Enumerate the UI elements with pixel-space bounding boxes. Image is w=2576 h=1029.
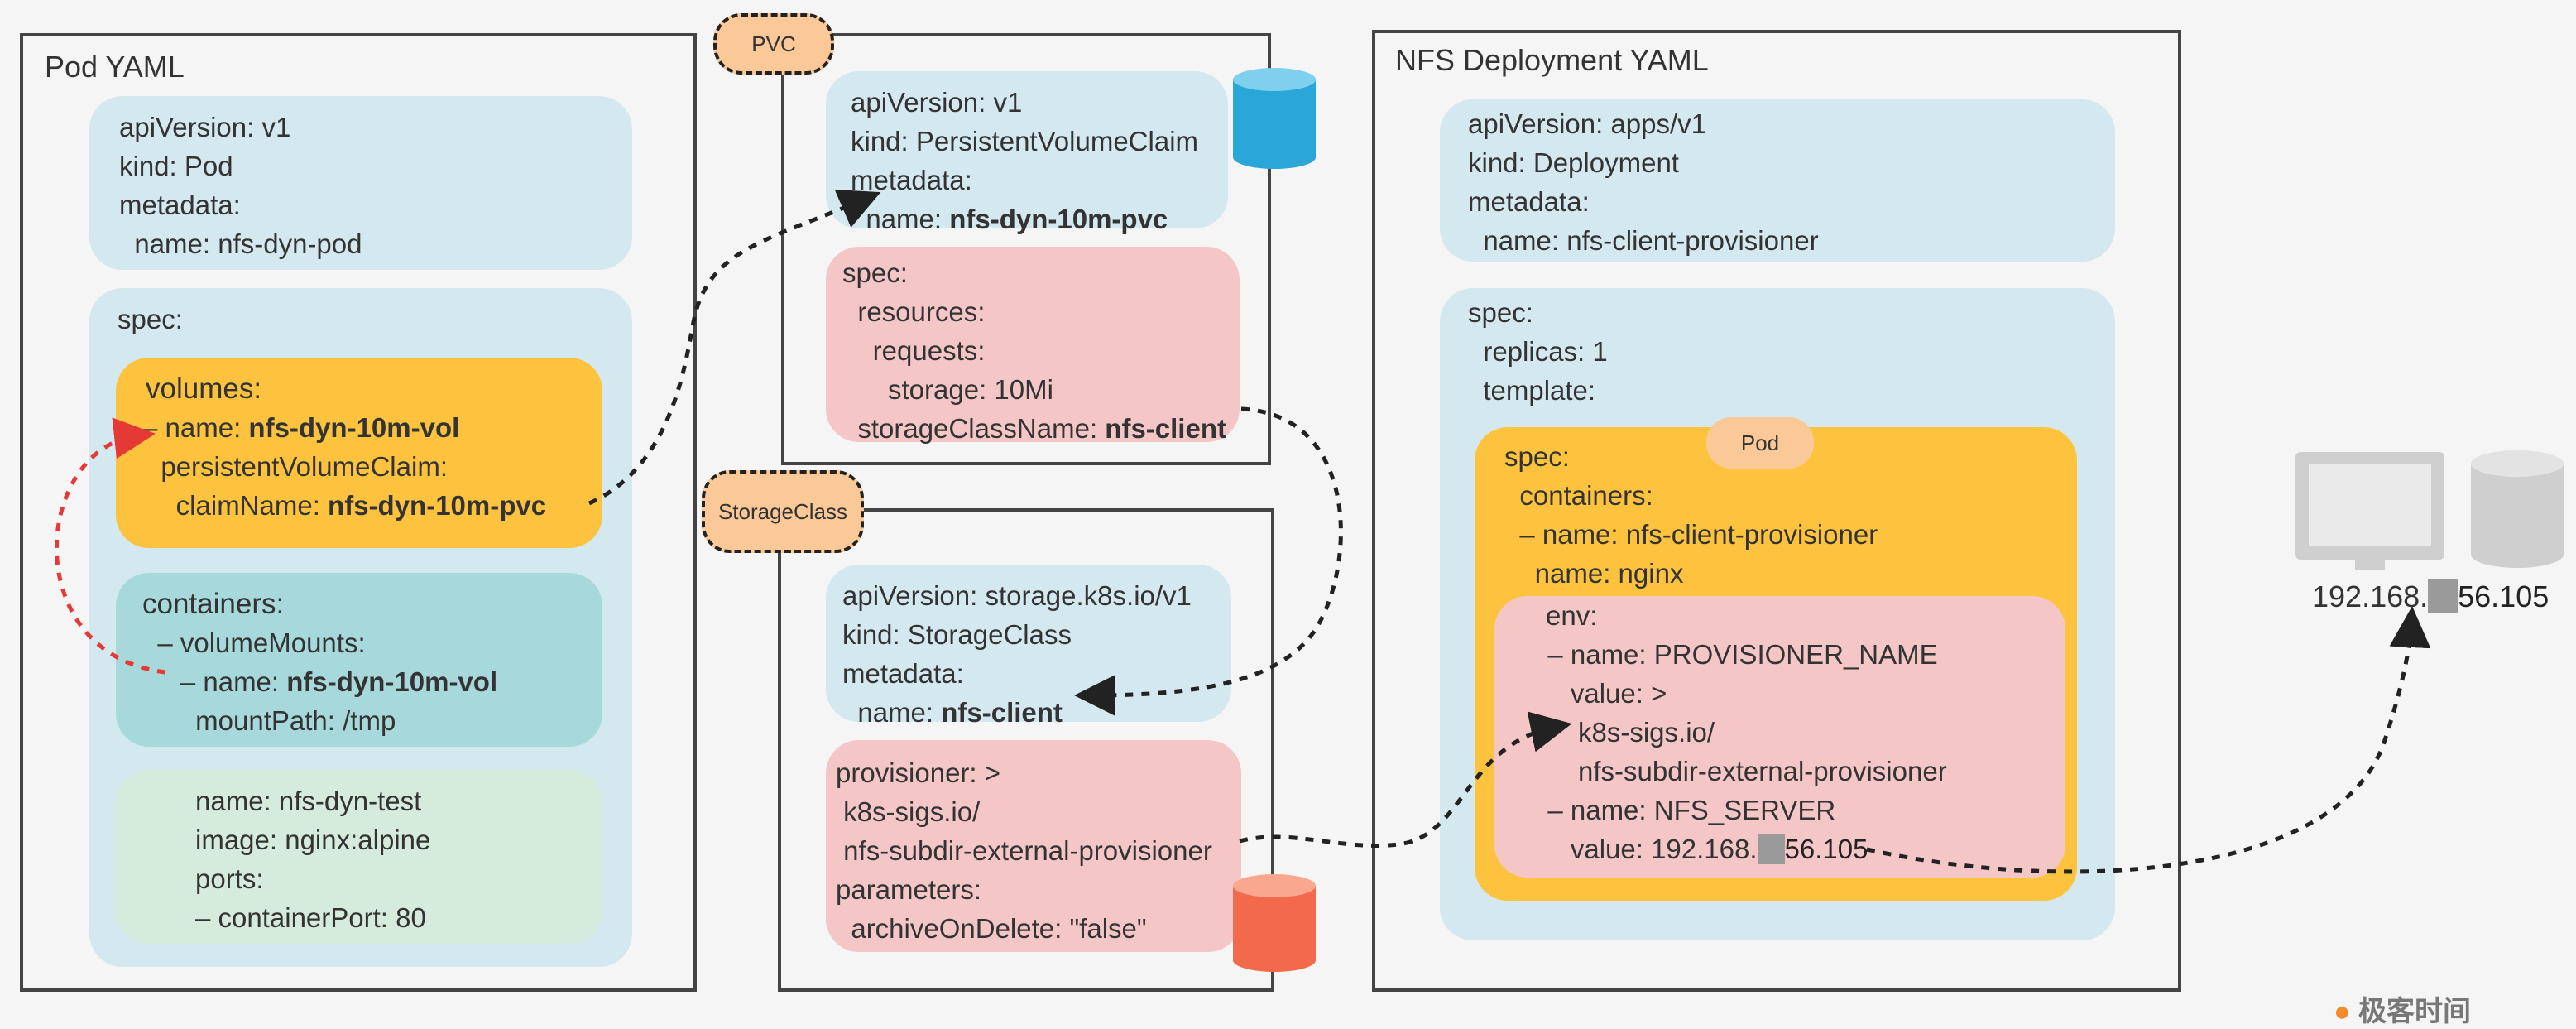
watermark-text: 极客时间 bbox=[2358, 996, 2471, 1027]
nfs-spec-line: template: bbox=[1468, 375, 1596, 406]
storage-class-value: nfs-client bbox=[1105, 413, 1226, 444]
ip-prefix: 192.168. bbox=[2312, 579, 2429, 613]
ip-redaction: xx bbox=[2428, 579, 2458, 613]
container-detail-line: – containerPort: 80 bbox=[195, 902, 426, 933]
container-detail-line: ports: bbox=[195, 863, 264, 894]
sc-meta-line: kind: StorageClass bbox=[842, 619, 1072, 650]
pod-container-detail-block: name: nfs-dyn-test image: nginx:alpine p… bbox=[116, 770, 602, 944]
storage-class-key: storageClassName: bbox=[842, 413, 1106, 444]
nfs-spec-line: replicas: 1 bbox=[1468, 336, 1608, 367]
sc-prov-line: provisioner: > bbox=[836, 757, 1001, 788]
pvc-spec-line: spec: bbox=[842, 257, 908, 288]
claim-name-value: nfs-dyn-10m-pvc bbox=[328, 490, 547, 521]
pod-spec-label: spec: bbox=[118, 304, 183, 334]
nfs-metadata-block: apiVersion: apps/v1 kind: Deployment met… bbox=[1440, 99, 2115, 262]
pod-yaml-frame: Pod YAML apiVersion: v1 kind: Pod metada… bbox=[20, 33, 697, 992]
nfs-disk-cylinder-icon bbox=[2471, 450, 2564, 568]
sc-prov-line: archiveOnDelete: "false" bbox=[836, 913, 1147, 944]
pvc-spec-line: storage: 10Mi bbox=[842, 374, 1053, 405]
ip-redaction: xx bbox=[1757, 834, 1785, 864]
pod-metadata-block: apiVersion: v1 kind: Pod metadata: name:… bbox=[89, 96, 632, 270]
pvc-frame: apiVersion: v1 kind: PersistentVolumeCla… bbox=[781, 33, 1271, 465]
containers-line: mountPath: /tmp bbox=[142, 705, 396, 736]
sc-metadata-block: apiVersion: storage.k8s.io/v1 kind: Stor… bbox=[826, 565, 1231, 728]
pod-yaml-title: Pod YAML bbox=[45, 50, 185, 84]
env-value-suffix: 56.105 bbox=[1784, 834, 1868, 864]
env-line: – name: PROVISIONER_NAME bbox=[1533, 639, 1938, 670]
container-detail-line: image: nginx:alpine bbox=[195, 825, 431, 855]
storageclass-frame: apiVersion: storage.k8s.io/v1 kind: Stor… bbox=[778, 508, 1274, 992]
containers-line: containers: bbox=[142, 588, 285, 620]
volumes-line: volumes: bbox=[146, 373, 262, 405]
sc-name-value: nfs-client bbox=[941, 697, 1063, 728]
pod-meta-line: kind: Pod bbox=[119, 151, 233, 181]
sc-name-key: name: bbox=[842, 697, 942, 728]
env-line: env: bbox=[1546, 600, 1598, 631]
sc-prov-line: nfs-subdir-external-provisioner bbox=[836, 835, 1212, 866]
sc-provisioner-block: provisioner: > k8s-sigs.io/ nfs-subdir-e… bbox=[826, 740, 1241, 952]
pvc-spec-line: requests: bbox=[842, 335, 986, 366]
pod-containers-block: containers: – volumeMounts: – name: nfs-… bbox=[116, 573, 602, 747]
pod-template-line: spec: bbox=[1504, 441, 1570, 472]
pod-meta-line: name: nfs-dyn-pod bbox=[119, 228, 362, 259]
pvc-spec-line: storageClassName: nfs-client bbox=[842, 409, 1226, 448]
nfs-spec-line: spec: bbox=[1468, 297, 1533, 328]
containers-line: – name: nfs-dyn-10m-vol bbox=[142, 662, 578, 701]
mount-name-value: nfs-dyn-10m-vol bbox=[286, 666, 498, 697]
pvc-name-key: name: bbox=[851, 204, 950, 234]
env-value-line: value: 192.168.xx56.105 bbox=[1533, 829, 2041, 868]
pvc-meta-line: name: nfs-dyn-10m-pvc bbox=[851, 200, 1203, 238]
env-line: value: > bbox=[1533, 678, 1667, 709]
pod-volumes-block: volumes: – name: nfs-dyn-10m-vol persist… bbox=[116, 358, 602, 548]
pvc-meta-line: metadata: bbox=[851, 165, 972, 195]
nfs-deployment-title: NFS Deployment YAML bbox=[1395, 43, 1709, 77]
nfs-deployment-frame: NFS Deployment YAML apiVersion: apps/v1 … bbox=[1372, 30, 2181, 992]
sc-meta-line: name: nfs-client bbox=[842, 693, 1206, 732]
ip-suffix: 56.105 bbox=[2458, 579, 2550, 613]
mount-name-key: – name: bbox=[142, 666, 287, 697]
nfs-meta-line: metadata: bbox=[1468, 186, 1590, 217]
claim-name-key: claimName: bbox=[146, 490, 329, 521]
pod-template-line: – name: nfs-client-provisioner bbox=[1504, 519, 1878, 550]
pod-meta-line: metadata: bbox=[119, 190, 241, 220]
pvc-metadata-block: apiVersion: v1 kind: PersistentVolumeCla… bbox=[826, 71, 1228, 234]
sc-prov-line: parameters: bbox=[836, 874, 982, 905]
containers-line: – volumeMounts: bbox=[142, 627, 366, 658]
pvc-meta-line: apiVersion: v1 bbox=[851, 87, 1023, 118]
volumes-line: – name: nfs-dyn-10m-vol bbox=[142, 408, 578, 447]
storageclass-tag: StorageClass bbox=[702, 470, 864, 553]
nfs-meta-line: name: nfs-client-provisioner bbox=[1468, 225, 1819, 256]
nfs-env-block: env: – name: PROVISIONER_NAME value: > k… bbox=[1494, 596, 2065, 878]
sc-prov-line: k8s-sigs.io/ bbox=[836, 796, 981, 827]
sc-meta-line: apiVersion: storage.k8s.io/v1 bbox=[842, 580, 1192, 611]
pod-tag: Pod bbox=[1706, 417, 1814, 469]
pod-template-line: containers: bbox=[1504, 480, 1653, 511]
container-detail-line: name: nfs-dyn-test bbox=[195, 786, 422, 816]
env-line: nfs-subdir-external-provisioner bbox=[1533, 756, 1947, 786]
pvc-name-value: nfs-dyn-10m-pvc bbox=[949, 204, 1168, 234]
volumes-line: persistentVolumeClaim: bbox=[146, 451, 448, 482]
env-line: – name: NFS_SERVER bbox=[1533, 795, 1836, 825]
watermark-logo: ● 极客时间 bbox=[2334, 996, 2471, 1027]
pvc-spec-block: spec: resources: requests: storage: 10Mi… bbox=[826, 247, 1240, 444]
nfs-server-monitor-icon bbox=[2295, 452, 2444, 570]
pvc-meta-line: kind: PersistentVolumeClaim bbox=[851, 126, 1199, 156]
nfs-meta-line: kind: Deployment bbox=[1468, 147, 1679, 178]
nfs-server-ip: 192.168.xx56.105 bbox=[2312, 579, 2549, 614]
env-value-prefix: value: 192.168. bbox=[1533, 834, 1758, 864]
pod-template-line: name: nginx bbox=[1504, 558, 1684, 589]
volumes-line: claimName: nfs-dyn-10m-pvc bbox=[146, 486, 578, 525]
sc-meta-line: metadata: bbox=[842, 658, 964, 689]
nfs-meta-line: apiVersion: apps/v1 bbox=[1468, 108, 1707, 139]
pvc-tag: PVC bbox=[713, 13, 834, 75]
pvc-spec-line: resources: bbox=[842, 296, 986, 327]
pod-meta-line: apiVersion: v1 bbox=[119, 112, 291, 142]
volumes-name-key: – name: bbox=[142, 412, 249, 443]
env-line: k8s-sigs.io/ bbox=[1533, 717, 1715, 748]
volume-name-value: nfs-dyn-10m-vol bbox=[248, 412, 460, 443]
